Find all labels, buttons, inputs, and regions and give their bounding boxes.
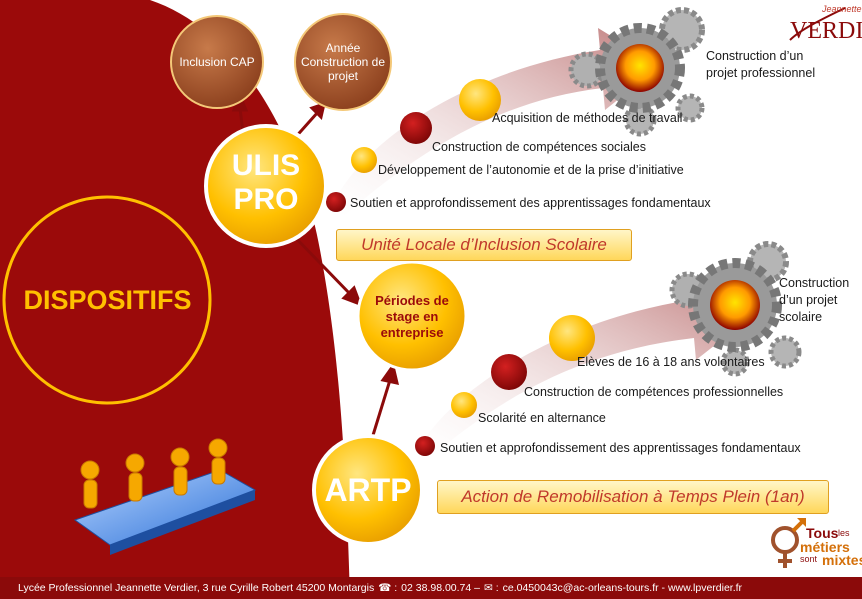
verdier-logo-small: Jeannette [822, 4, 862, 14]
bubble-annee-construction [294, 13, 392, 111]
artp-circle [312, 434, 424, 546]
ulis-step-1: Soutien et approfondissement des apprent… [350, 196, 711, 210]
gender-symbol-icon [771, 518, 806, 568]
verdier-logo-swoosh-icon [789, 7, 846, 41]
artp-progress-arrow [418, 278, 752, 456]
artp-step-dot-3 [491, 354, 527, 390]
mixite-logo-mixtes: mixtes [822, 552, 862, 568]
ulis-label-line1: ULIS [231, 149, 301, 182]
teamwork-puzzle-icon [73, 438, 257, 555]
artp-label: ARTP [324, 471, 412, 508]
ulis-step-2: Développement de l’autonomie et de la pr… [378, 163, 684, 177]
artp-step-dot-1 [415, 436, 435, 456]
inclusion-cap-label: Inclusion CAP [179, 55, 255, 69]
ulis-step-dot-1 [326, 192, 346, 212]
artp-step-dot-4 [549, 315, 595, 361]
artp-gears-icon [669, 241, 802, 377]
footer-phone: 02 38.98.00.74 – [401, 582, 480, 594]
ulis-step-dot-3 [400, 112, 432, 144]
mixite-logo-tous: Tous [806, 525, 839, 541]
arrow-artp-to-stage [368, 379, 392, 446]
mixite-logo-sont: sont [800, 554, 818, 564]
annee-construction-label: Année Construction de projet [300, 41, 386, 83]
stage-label: Périodes de stage en entreprise [375, 293, 449, 340]
mixite-logo-les: les [838, 528, 850, 538]
footer-contact[interactable]: ce.0450043c@ac-orleans-tours.fr - www.lp… [502, 582, 743, 594]
artp-step-4: Elèves de 16 à 18 ans volontaires [577, 355, 765, 369]
footer-address: Lycée Professionnel Jeannette Verdier, 3… [18, 582, 375, 594]
ulis-step-dot-4 [459, 79, 501, 121]
artp-step-dot-2 [451, 392, 477, 418]
mail-icon: ✉ : [483, 582, 499, 594]
artp-step-3: Construction de compétences professionne… [524, 385, 784, 399]
artp-step-1: Soutien et approfondissement des apprent… [440, 441, 801, 455]
arrow-ulis-to-stage [288, 230, 354, 298]
footer-bar: Lycée Professionnel Jeannette Verdier, 3… [0, 577, 862, 599]
stage-circle [356, 260, 468, 372]
dispositifs-circle [2, 195, 212, 405]
ulis-banner: Unité Locale d’Inclusion Scolaire [336, 229, 632, 261]
verdier-logo-text: VERDIER [790, 18, 862, 44]
ulis-gears-icon [568, 7, 705, 137]
ulis-pro-circle [204, 124, 328, 248]
artp-banner: Action de Remobilisation à Temps Plein (… [437, 480, 829, 514]
bubble-inclusion-cap [170, 15, 264, 109]
ulis-step-3: Construction de compétences sociales [432, 140, 647, 154]
ulis-step-4: Acquisition de méthodes de travail [492, 111, 683, 125]
artp-step-2: Scolarité en alternance [478, 411, 606, 425]
dispositifs-label: DISPOSITIFS [23, 284, 192, 315]
ulis-goal: Construction d’un projet professionnel [706, 49, 816, 80]
phone-icon: ☎ : [378, 582, 398, 594]
artp-goal: Construction d’un projet scolaire [779, 276, 850, 324]
mixite-logo-metiers: métiers [800, 539, 850, 555]
ulis-label-line2: PRO [233, 183, 299, 216]
ulis-step-dot-2 [351, 147, 377, 173]
